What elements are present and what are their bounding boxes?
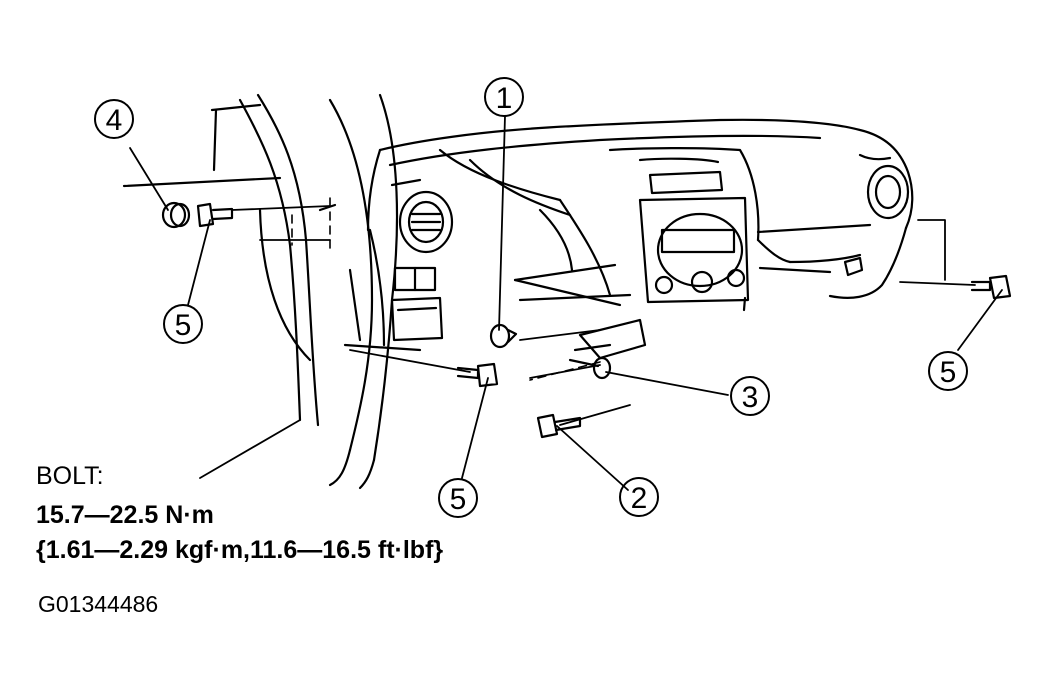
center-console [638, 196, 750, 312]
callout-5-right: 5 [940, 356, 957, 389]
callout-circles [94, 77, 968, 518]
bolt-2 [536, 413, 582, 439]
a-pillar-frame [122, 93, 399, 490]
dashboard-outline [366, 118, 914, 347]
left-air-vent [390, 178, 454, 254]
clip-1 [489, 323, 518, 349]
figure-id: G01344486 [38, 591, 159, 617]
torque-spec-nm: 15.7—22.5 N·m [36, 501, 214, 529]
under-dash-bracket [573, 318, 647, 360]
bolt-5-left [196, 202, 234, 228]
bolt-5-center [456, 362, 499, 388]
extension-lines [291, 197, 601, 381]
callout-3: 3 [742, 381, 759, 414]
steering-column-area [438, 148, 632, 307]
bolt-5-right [970, 274, 1012, 300]
right-air-vent [866, 164, 910, 220]
callout-1: 1 [496, 82, 513, 115]
torque-spec-conversion: {1.61—2.29 kgf·m,11.6—16.5 ft·lbf} [36, 536, 444, 564]
grommet-4 [161, 201, 191, 229]
spec-heading: BOLT: [36, 462, 104, 490]
switch-panel [343, 266, 444, 352]
callout-4: 4 [106, 104, 123, 137]
callout-2: 2 [631, 482, 648, 515]
callout-5-center: 5 [450, 483, 467, 516]
callout-5-left: 5 [175, 309, 192, 342]
bolt-3 [568, 356, 612, 380]
leader-lines [129, 115, 1003, 491]
